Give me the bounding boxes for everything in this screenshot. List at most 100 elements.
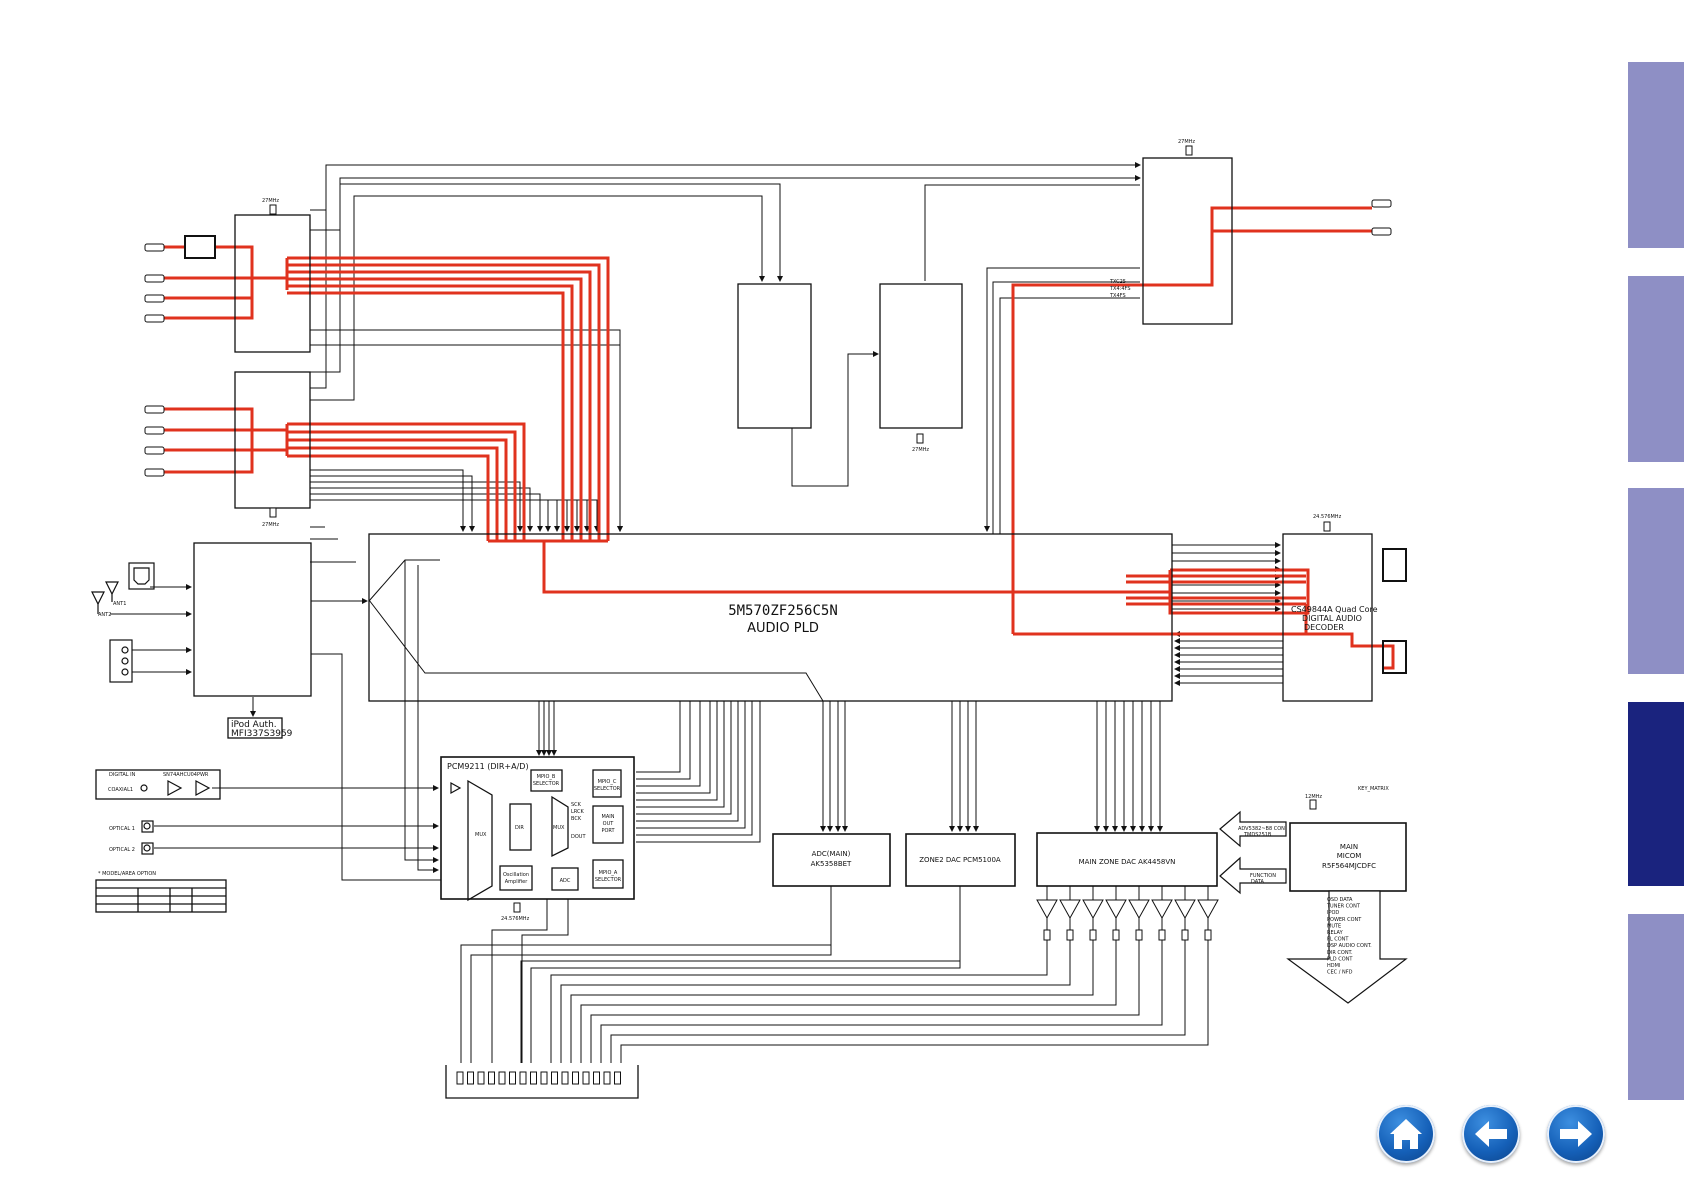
side-tab-4[interactable]: [1628, 702, 1684, 886]
pld-input-wire: [310, 475, 475, 532]
pld-pcm-bus: [636, 701, 753, 836]
dout-label: DOUT: [571, 834, 586, 840]
pld-input-wire: [310, 493, 543, 532]
key-matrix-label: KEY_MATRIX: [1358, 786, 1389, 792]
mpio-b-box: [530, 769, 563, 792]
side-tab-5[interactable]: [1628, 914, 1684, 1100]
mpio-c-label: MPIO_C: [598, 779, 617, 785]
dac-out-wire: [560, 930, 1071, 1063]
hdmi-input-connector: [144, 243, 165, 252]
micom-output-label: RELAY: [1327, 930, 1344, 936]
crystal-27mhz-2: [269, 507, 277, 518]
output-pin: [603, 1071, 611, 1085]
pld-pcm-bus: [636, 701, 711, 794]
pld-pcm-bus: [636, 701, 746, 829]
output-pin: [582, 1071, 590, 1085]
hdmi-input-connector: [144, 446, 165, 455]
zone2-out-wire: [530, 886, 961, 1063]
optical-1-jack: [141, 820, 154, 833]
micom-label: MAIN: [1340, 843, 1358, 851]
output-pin: [456, 1071, 464, 1085]
dac-out-wire: [590, 930, 1140, 1063]
adv-bus-label: ADV5382~B8 CON: [1238, 826, 1285, 832]
output-pin: [477, 1071, 485, 1085]
arrow-right-icon: [1560, 1121, 1592, 1147]
optical-jack-top: [128, 562, 155, 590]
optical-2-label: OPTICAL 2: [109, 847, 135, 853]
hdmi-wire: [310, 175, 1141, 231]
dac-out-wire: [610, 930, 1186, 1063]
sck-label: SCK: [571, 802, 582, 808]
output-amp-3: [1082, 899, 1104, 920]
mpio-a-sub: SELECTOR: [595, 877, 622, 883]
xtal-3-label: 27MHz: [912, 447, 929, 453]
crystal-12mhz: [1309, 799, 1317, 810]
dsp-block: [1282, 533, 1373, 702]
pld-name-label: AUDIO PLD: [747, 621, 819, 636]
micom-output-arrow: [1286, 890, 1408, 1004]
red-input-bus-2: [164, 407, 254, 474]
red-hdmi-bus: [287, 277, 583, 541]
model-option-label: * MODEL/AREA OPTION: [98, 871, 156, 877]
digital-in-box: [95, 769, 221, 800]
output-amp-5: [1128, 899, 1150, 920]
micom-output-label: PLD CONT: [1327, 956, 1353, 962]
pld-pcm-bus: [636, 701, 739, 822]
pld-internal-wire: [368, 599, 824, 702]
pcm-out-wire: [521, 899, 569, 1063]
hdmi-output-connector: [1371, 227, 1392, 236]
resistor: [1204, 929, 1212, 941]
crystal-27mhz-4: [1185, 145, 1193, 156]
home-button[interactable]: [1377, 1105, 1435, 1163]
output-amp-7: [1174, 899, 1196, 920]
side-tab-1[interactable]: [1628, 62, 1684, 248]
micom-chip: R5F564MJCDFC: [1322, 862, 1376, 870]
pld-input-wire: [310, 344, 623, 532]
block-diagram: 5M570ZF256C5N AUDIO PLD CS49844A Quad Co…: [91, 139, 1408, 1099]
pld-input-wire: [310, 469, 466, 532]
crystal-27mhz-1: [269, 204, 277, 215]
adc-out-wire: [470, 886, 832, 1063]
buffer-2: [195, 779, 211, 797]
mpio-b-sub: SELECTOR: [533, 781, 560, 787]
back-button[interactable]: [1462, 1105, 1520, 1163]
main-dac-label: MAIN ZONE DAC AK4458VN: [1079, 858, 1176, 866]
lrck-label: LRCK: [571, 809, 585, 815]
output-pin: [614, 1071, 621, 1085]
hdmi-input-connector: [144, 426, 165, 435]
pld-pcm-bus: [636, 701, 701, 787]
micom-output-label: DSP AUDIO CONT.: [1327, 943, 1372, 949]
hdmi-input-connector: [144, 468, 165, 477]
pld-pcm-bus: [636, 701, 732, 815]
ipod-auth-block: [227, 717, 283, 739]
hdmi-wire: [310, 230, 341, 373]
forward-button[interactable]: [1547, 1105, 1605, 1163]
hdmi-pin-2: TX4:4FS: [1109, 286, 1131, 292]
mpio-a-label: MPIO_A: [599, 870, 618, 876]
side-tab-2[interactable]: [1628, 276, 1684, 462]
pcm-label: PCM9211 (DIR+A/D): [447, 762, 529, 771]
pld-input-wire: [310, 481, 523, 532]
output-pin: [498, 1071, 506, 1085]
function-data-label: FUNCTION: [1250, 873, 1276, 879]
dir-label: DIR: [515, 825, 524, 831]
red-hdmi-bus: [287, 438, 508, 541]
mpio-a-box: [592, 859, 624, 889]
pld-input-wire: [310, 499, 580, 532]
hdmi-input-connector: [144, 294, 165, 303]
pld-pcm-bus: [636, 701, 691, 780]
mux-1-label: MUX: [475, 832, 487, 838]
optical-2-jack: [141, 842, 154, 855]
hdmi-output-connector: [1371, 199, 1392, 208]
resistor: [1135, 929, 1143, 941]
osc-label: Oscillation: [503, 872, 529, 878]
video-wire: [992, 281, 1140, 534]
pld-input-wire: [310, 499, 570, 532]
antenna-1-icon: [91, 591, 105, 606]
resistor: [1089, 929, 1097, 941]
side-tab-3[interactable]: [1628, 488, 1684, 674]
mux-2: [551, 795, 569, 858]
adc-main-chip: AK5358BET: [811, 860, 852, 868]
arrow-left-icon: [1475, 1121, 1507, 1147]
xtal-1-label: 27MHz: [262, 198, 279, 204]
